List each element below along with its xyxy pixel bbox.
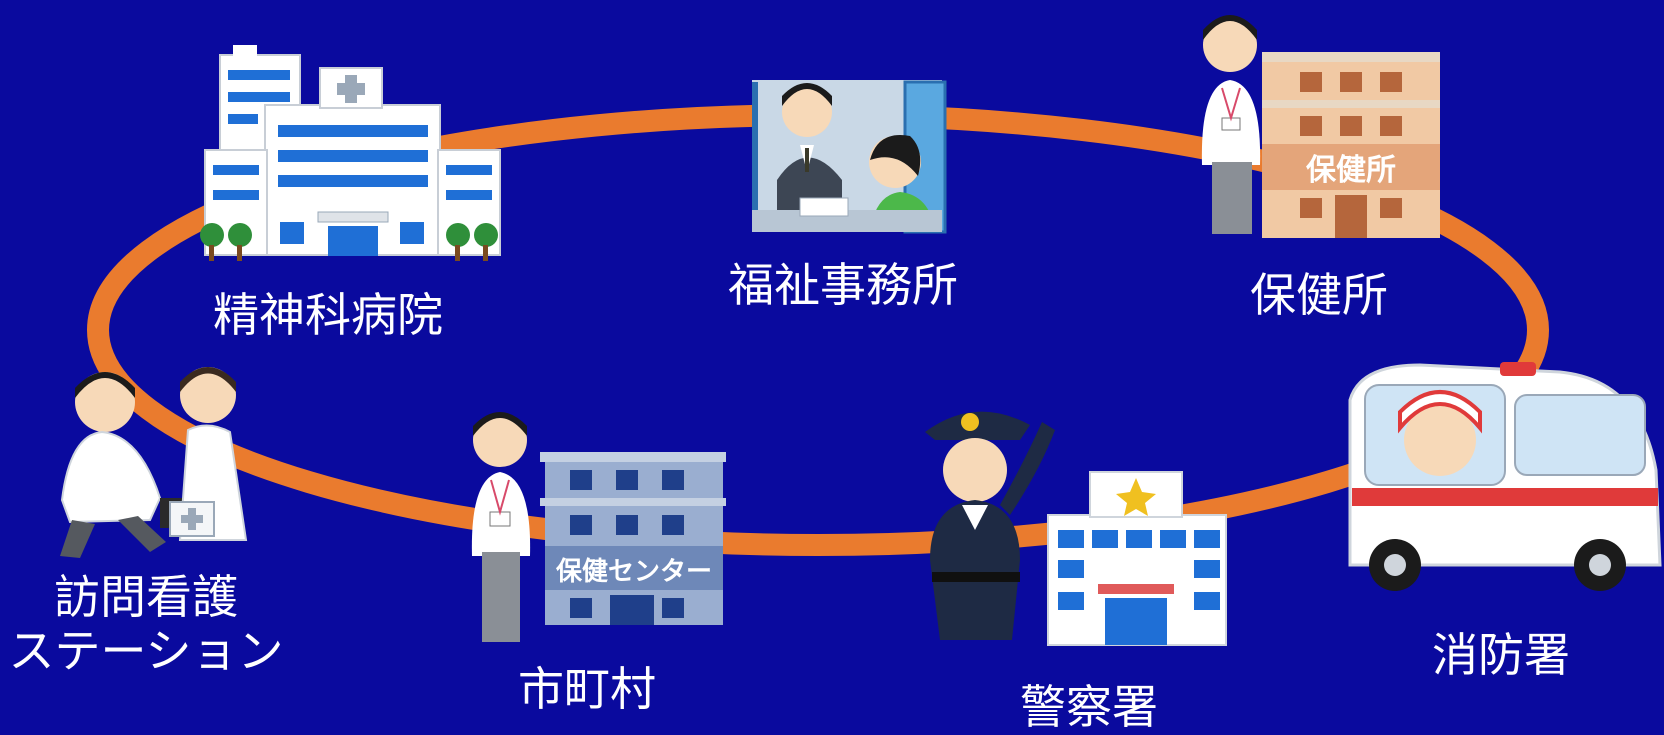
ambulance-icon xyxy=(1348,362,1662,591)
police-officer-icon xyxy=(925,411,1227,646)
hospital-building-icon xyxy=(200,45,501,261)
label-visiting-nursing-line1: 訪問看護 xyxy=(54,570,238,624)
health-center-building-icon: 保健所 xyxy=(1201,15,1440,238)
municipal-health-center-icon: 保健センター xyxy=(471,412,726,642)
health-center-sign-text: 保健所 xyxy=(1306,153,1396,188)
consultation-desk-icon xyxy=(752,80,947,234)
label-fire-department: 消防署 xyxy=(1432,628,1570,682)
label-municipality: 市町村 xyxy=(518,662,656,716)
label-visiting-nursing-line2: ステーション xyxy=(8,624,284,678)
label-police: 警察署 xyxy=(1020,680,1158,734)
doctor-and-nurse-icon xyxy=(60,367,248,558)
label-health-center: 保健所 xyxy=(1250,268,1388,322)
label-welfare-office: 福祉事務所 xyxy=(728,258,958,312)
municipal-sign-text: 保健センター xyxy=(555,557,712,587)
label-psychiatric-hospital: 精神科病院 xyxy=(213,288,443,342)
label-visiting-nursing: 訪問看護 ステーション xyxy=(8,570,284,678)
